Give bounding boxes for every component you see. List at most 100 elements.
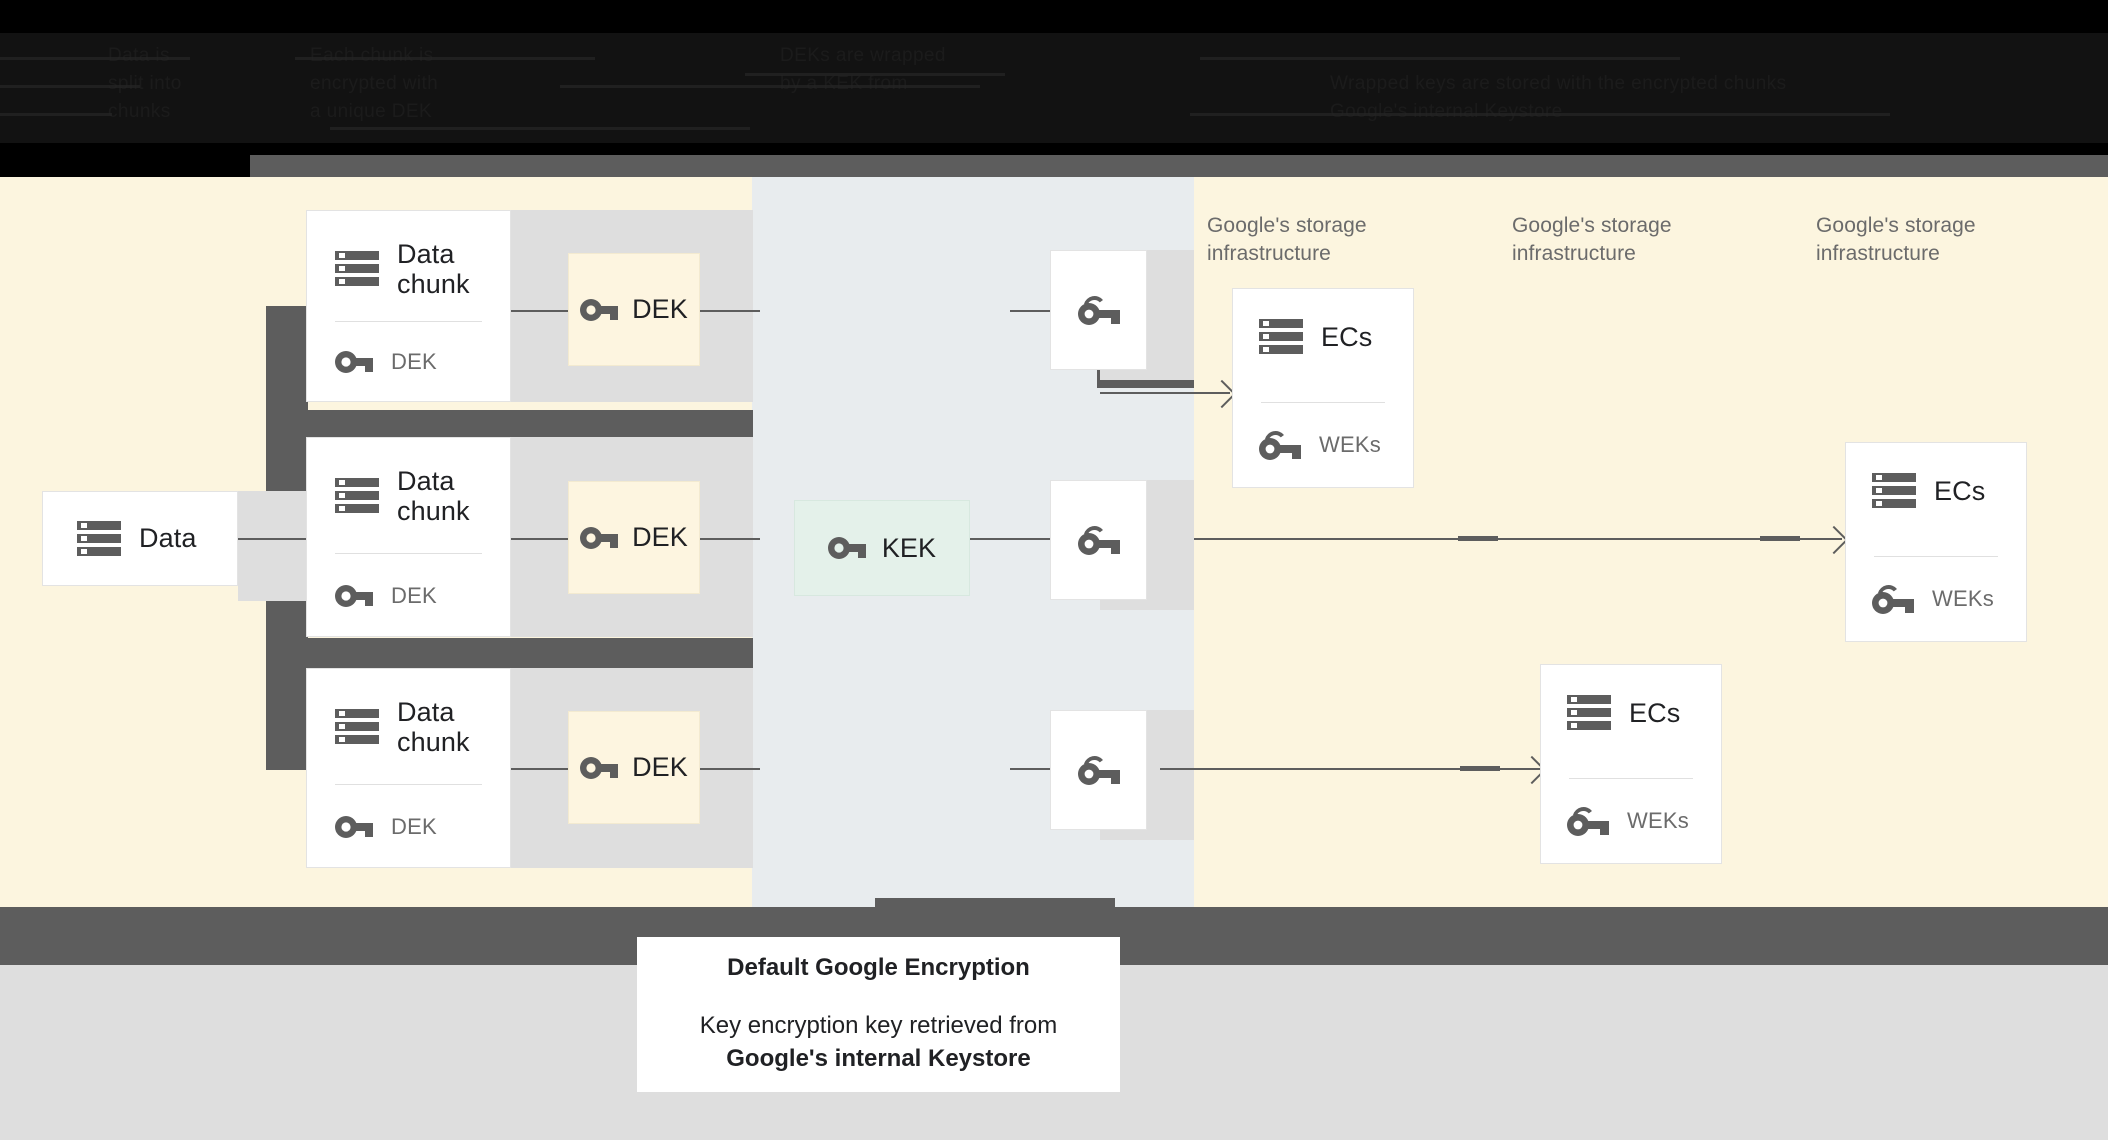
header-fragment: Wrapped keys are stored with the encrypt… [1330,73,1787,94]
dek-label: DEK [632,752,688,782]
ecs-key-label: WEKs [1319,432,1381,457]
arrow-wek2-to-ecs3 [1194,538,1842,540]
data-chunk-key-row: DEK [335,349,437,375]
header-fragment: encrypted with [310,73,439,94]
wrapped-key-icon [1259,429,1301,461]
caption-line-1: Key encryption key retrieved from [699,1011,1058,1039]
header-fragment: Data is [108,45,170,66]
ecs-card[interactable]: ECs WEKs [1540,664,1722,864]
top-black-band [0,0,2108,33]
wrapped-key-box[interactable] [1050,480,1147,600]
data-chunk-header: Data chunk [307,211,510,299]
infra-label: Google's storage infrastructure [1816,214,1976,266]
dek-label: DEK [632,522,688,552]
occlusion-bar-row2 [266,638,753,673]
caption-line-2: Google's internal Keystore [726,1044,1031,1072]
arrow-tick-b [1760,536,1800,541]
connector-chunk2-to-dek2 [508,538,568,540]
connector-dek3-out [700,768,760,770]
divider [335,553,482,554]
ecs-card[interactable]: ECs WEKs [1232,288,1414,488]
wrapped-key-icon [1077,754,1120,786]
ecs-key-label: WEKs [1932,586,1994,611]
header-fragment: DEKs are wrapped [780,45,946,66]
key-icon [580,297,619,323]
caption-body: Key encryption key retrieved from Google… [700,1010,1057,1075]
data-chunk-card[interactable]: Data chunk DEK [306,437,511,637]
divider [1569,778,1693,779]
header-fragment: split into [108,73,182,94]
data-chunk-card[interactable]: Data chunk DEK [306,210,511,402]
connector-dek2-out [700,538,760,540]
database-icon [1872,473,1916,509]
key-icon [335,814,373,840]
data-chunk-title: Data chunk [397,239,470,300]
data-chunk-key-row: DEK [335,583,437,609]
kek-box[interactable]: KEK [794,500,970,596]
divider [335,321,482,322]
database-icon [1259,319,1303,355]
ecs-title: ECs [1934,475,1986,506]
ecs-key-label: WEKs [1627,808,1689,833]
database-icon [335,478,379,514]
ecs-header: ECs [1541,665,1721,731]
infra-label: Google's storage infrastructure [1207,214,1367,266]
key-icon [827,535,866,561]
data-chunk-key-label: DEK [391,814,437,839]
header-obscured-text-band: Data is split into chunks Each chunk is … [0,33,2108,143]
database-icon [1567,695,1611,731]
ecs-key-row: WEKs [1872,583,1994,615]
data-source-label: Data [139,523,197,553]
wrapped-key-box[interactable] [1050,250,1147,370]
connector-chunk1-to-dek1 [508,310,568,312]
connector-chunk3-to-dek3 [508,768,568,770]
divider [335,784,482,785]
arrow-wek3-to-ecs2 [1160,768,1540,770]
dek-label: DEK [632,294,688,324]
dek-box[interactable]: DEK [568,253,700,366]
ecs-title: ECs [1629,697,1681,728]
ecs-title: ECs [1321,321,1373,352]
database-icon [335,709,379,745]
arrow-tick-c [1460,766,1500,771]
dek-box[interactable]: DEK [568,481,700,594]
database-icon [335,251,379,287]
header-fragment: Each chunk is [310,45,434,66]
data-chunk-card[interactable]: Data chunk DEK [306,668,511,868]
header-fragment: Google's internal Keystore [1330,101,1563,122]
data-chunk-header: Data chunk [307,438,510,526]
wrapped-key-icon [1077,524,1120,556]
data-chunk-key-row: DEK [335,814,437,840]
connector-into-wek1 [1010,310,1052,312]
connector-data-to-trunk [230,538,310,540]
kek-label: KEK [881,532,937,563]
key-icon [335,583,373,609]
header-fragment: chunks [108,101,171,122]
connector-kek-to-wek2 [968,538,1052,540]
header-fragment: by a KEK from [780,73,908,94]
data-chunk-key-label: DEK [391,583,437,608]
caption-heading: Default Google Encryption [727,953,1030,981]
ecs-card[interactable]: ECs WEKs [1845,442,2027,642]
dek-box[interactable]: DEK [568,711,700,824]
database-icon [77,520,121,557]
infra-label: Google's storage infrastructure [1512,214,1672,266]
wrapped-key-icon [1567,805,1609,837]
wrapped-key-icon [1077,294,1120,326]
header-shadow-bar [250,155,2108,177]
arrow-tick-a [1458,536,1498,541]
key-icon [335,349,373,375]
data-chunk-title: Data chunk [397,466,470,527]
wrapped-key-box[interactable] [1050,710,1147,830]
connector-dek1-out [700,310,760,312]
ecs-header: ECs [1846,443,2026,509]
data-chunk-key-label: DEK [391,349,437,374]
ecs-header: ECs [1233,289,1413,355]
data-source-card[interactable]: Data [42,491,238,586]
ecs-key-row: WEKs [1567,805,1689,837]
data-chunk-title: Data chunk [397,697,470,758]
key-icon [580,525,619,551]
wrapped-key-icon [1872,583,1914,615]
divider [1874,556,1998,557]
ecs-key-row: WEKs [1259,429,1381,461]
